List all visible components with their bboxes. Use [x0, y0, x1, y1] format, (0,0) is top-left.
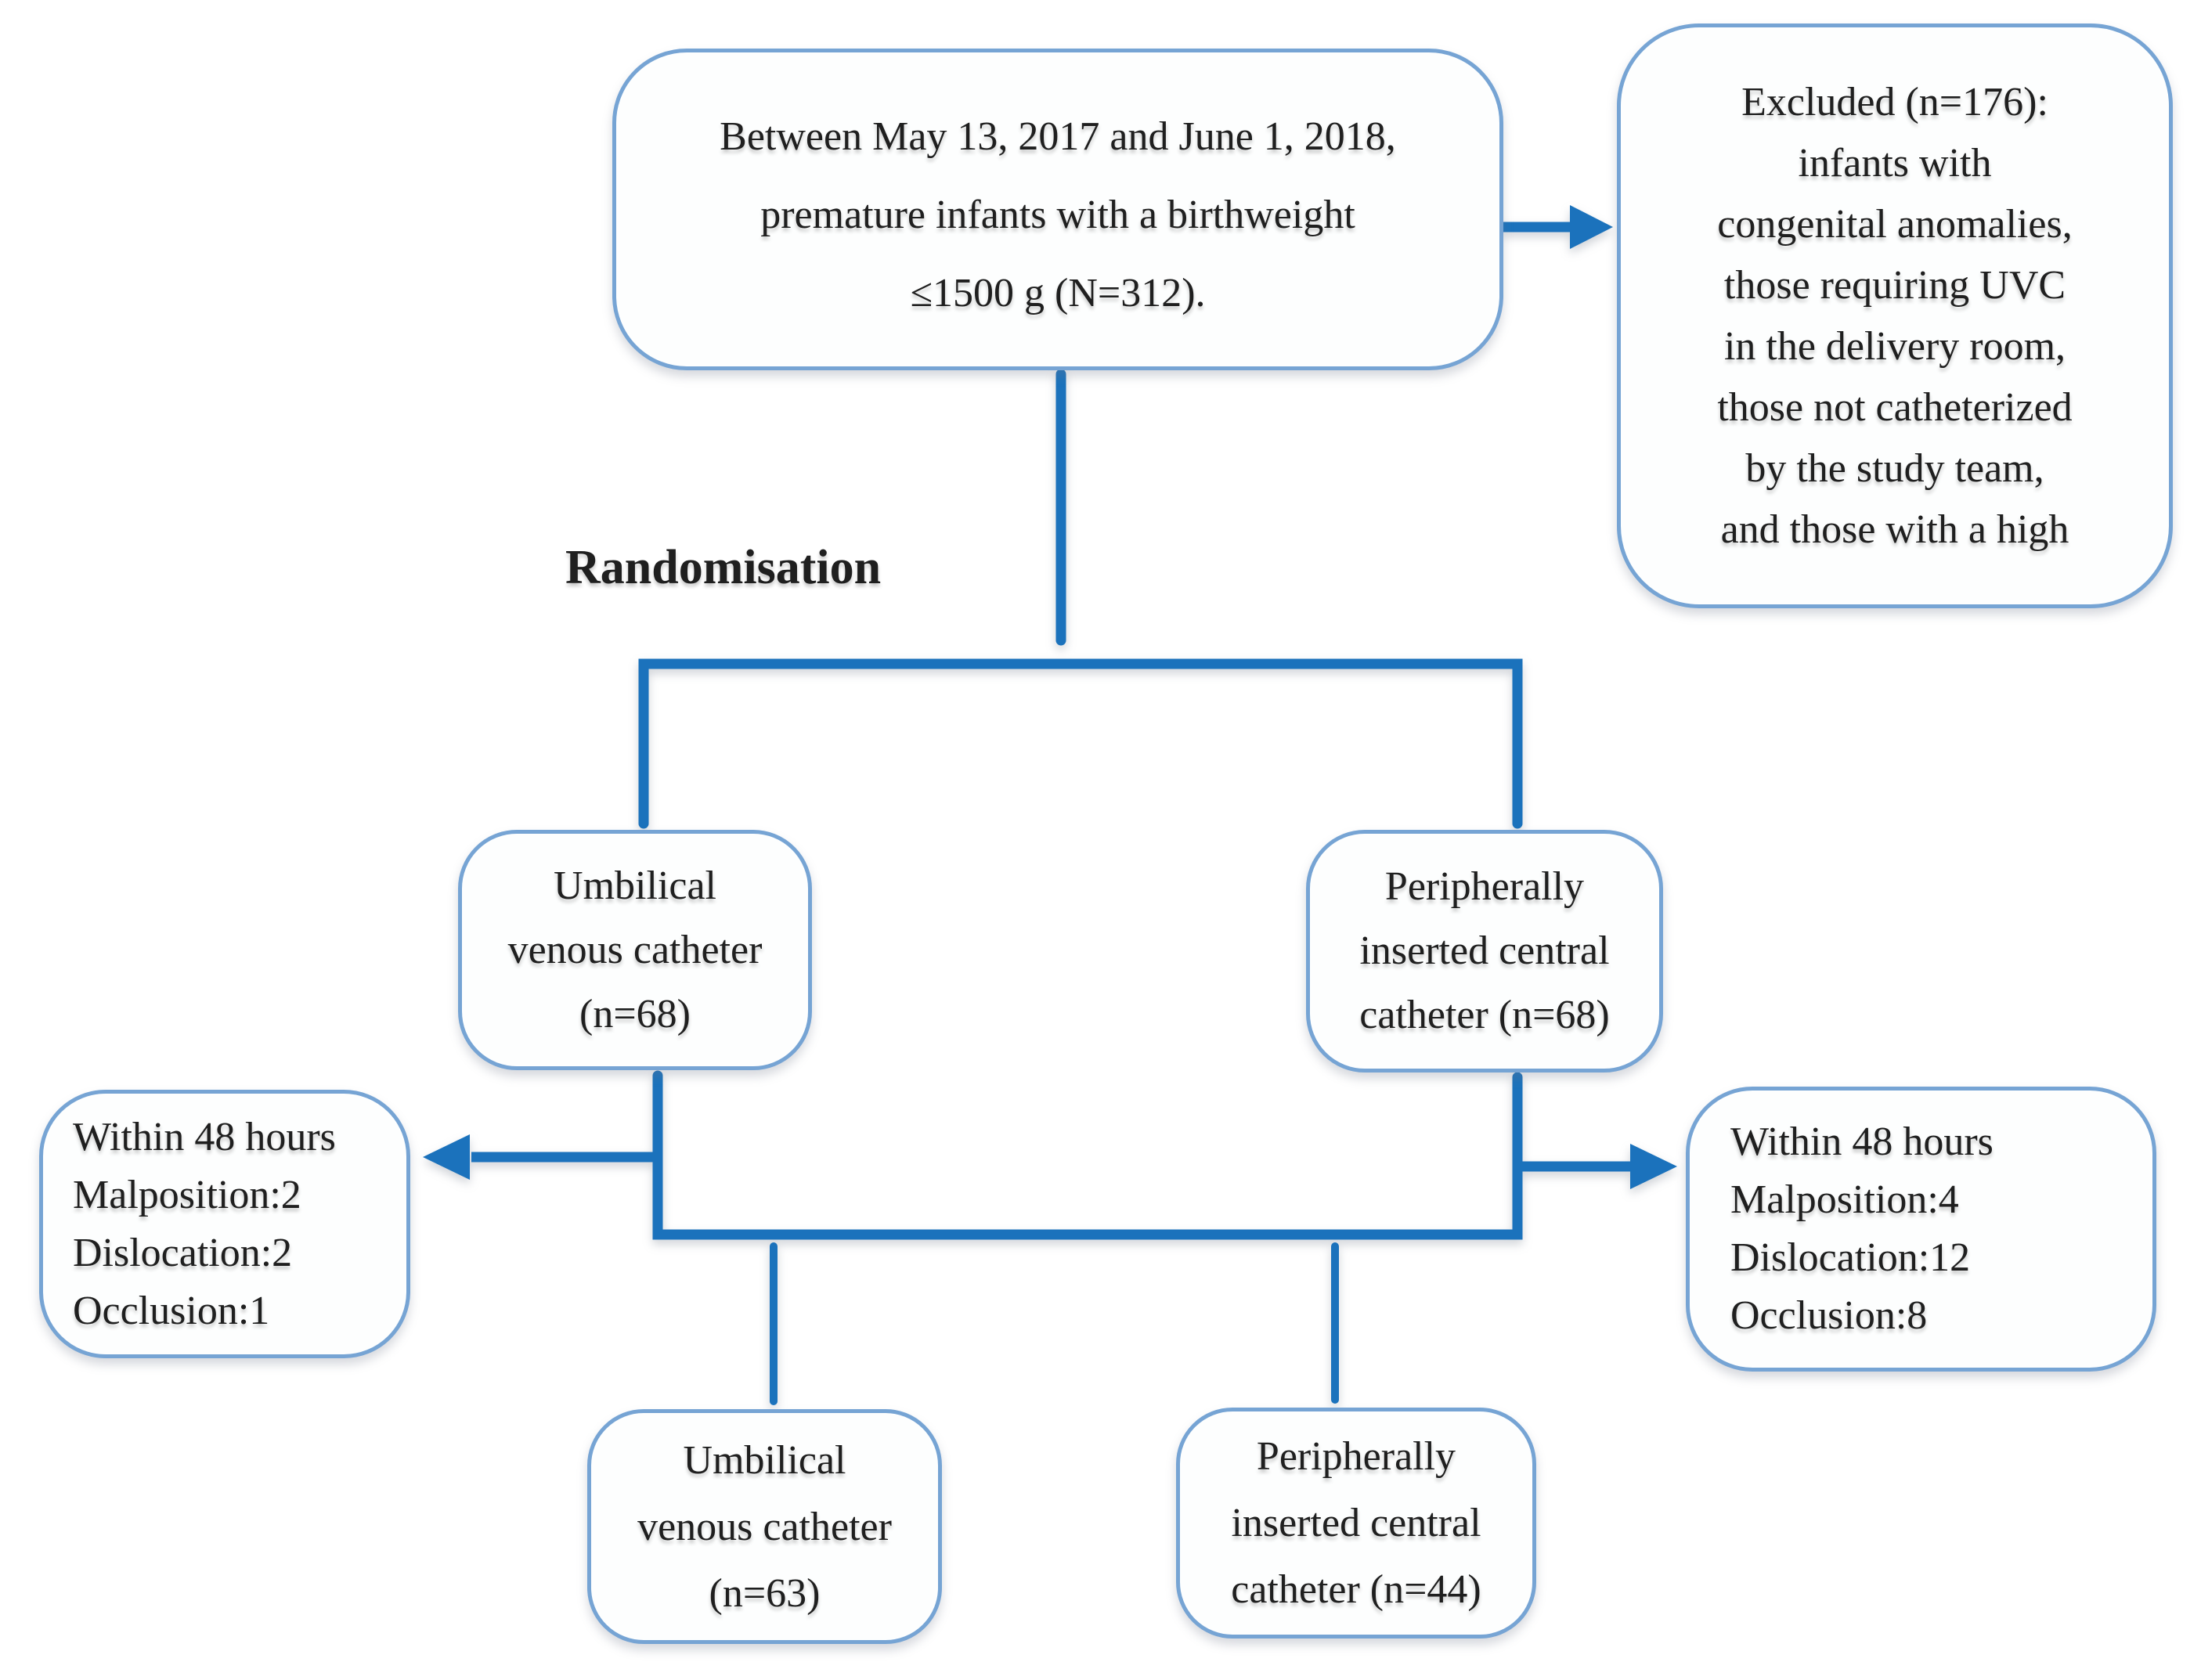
uvc-within48-line: Malposition:2 [73, 1172, 301, 1217]
picc-arm-box: Peripherally inserted central catheter (… [1306, 830, 1663, 1073]
uvc-arm-box: Umbilical venous catheter (n=68) [458, 830, 812, 1070]
excluded-line: Excluded (n=176): [1741, 79, 2048, 124]
arrowhead-uvc-within48-icon [423, 1134, 470, 1180]
picc-completed-line: Peripherally [1256, 1434, 1456, 1479]
arrowhead-picc-within48-icon [1630, 1144, 1677, 1189]
picc-within48-line: Occlusion:8 [1730, 1293, 1928, 1338]
excluded-line: and those with a high [1720, 507, 2069, 552]
uvc-within48-line: Within 48 hours [73, 1114, 336, 1159]
uvc-arm-line: Umbilical [554, 863, 716, 908]
picc-within48-box: Within 48 hours Malposition:4 Dislocatio… [1686, 1087, 2156, 1372]
uvc-completed-box: Umbilical venous catheter (n=63) [587, 1409, 942, 1644]
picc-within48-line: Within 48 hours [1730, 1119, 1994, 1164]
uvc-completed-line: (n=63) [709, 1570, 821, 1616]
picc-arm-line: catheter (n=68) [1359, 993, 1610, 1037]
picc-completed-box: Peripherally inserted central catheter (… [1176, 1408, 1536, 1639]
uvc-within48-line: Occlusion:1 [73, 1288, 270, 1333]
uvc-arm-line: venous catheter [507, 927, 763, 972]
picc-completed-line: inserted central [1231, 1501, 1481, 1545]
uvc-completed-line: venous catheter [637, 1504, 892, 1549]
excluded-line: congenital anomalies, [1717, 201, 2073, 247]
uvc-within48-line: Dislocation:2 [73, 1230, 293, 1275]
excluded-box: Excluded (n=176): infants with congenita… [1617, 23, 2173, 608]
excluded-line: those requiring UVC [1723, 262, 2066, 308]
connector-randomisation-branch [638, 658, 1523, 829]
excluded-line: in the delivery room, [1723, 323, 2066, 369]
enrollment-line: Between May 13, 2017 and June 1, 2018, [720, 114, 1396, 159]
enrollment-line: premature infants with a birthweight [760, 193, 1355, 237]
enrollment-box: Between May 13, 2017 and June 1, 2018, p… [612, 49, 1503, 370]
picc-within48-line: Dislocation:12 [1730, 1235, 1971, 1280]
picc-arm-line: inserted central [1359, 928, 1610, 973]
picc-arm-line: Peripherally [1384, 864, 1585, 909]
connector-arms-join [652, 1070, 1523, 1240]
enrollment-line: ≤1500 g (N=312). [910, 271, 1206, 315]
picc-completed-line: catheter (n=44) [1231, 1567, 1481, 1612]
excluded-line: by the study team, [1745, 445, 2044, 491]
arrowhead-excluded-icon [1570, 205, 1613, 249]
excluded-line: those not catheterized [1717, 384, 2073, 430]
picc-within48-line: Malposition:4 [1730, 1177, 1959, 1222]
randomisation-label: Randomisation [565, 541, 882, 594]
excluded-line: infants with [1798, 140, 1992, 186]
uvc-within48-box: Within 48 hours Malposition:2 Dislocatio… [39, 1090, 410, 1358]
uvc-arm-line: (n=68) [579, 991, 691, 1036]
uvc-completed-line: Umbilical [683, 1437, 846, 1483]
